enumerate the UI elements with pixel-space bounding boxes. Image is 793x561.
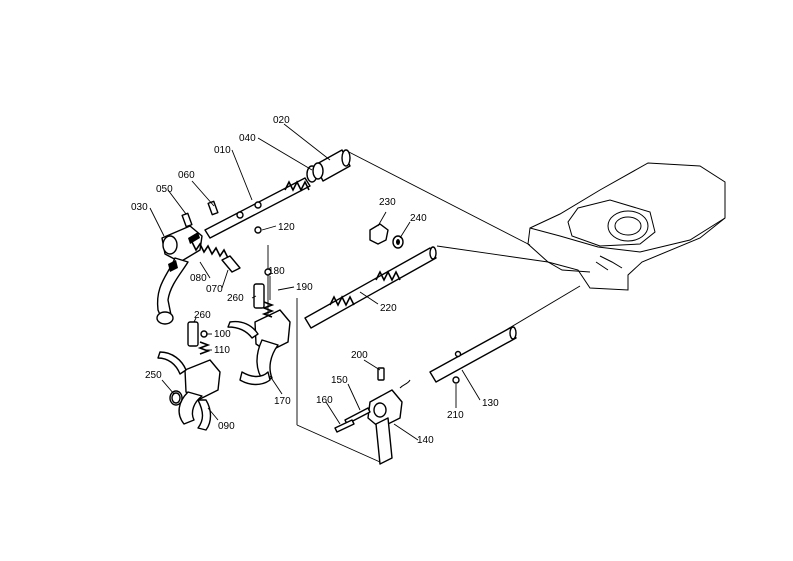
label-140: 140: [417, 435, 434, 446]
label-190: 190: [296, 282, 313, 293]
label-240: 240: [410, 213, 427, 224]
label-200: 200: [351, 350, 368, 361]
bolt-230: [369, 223, 389, 245]
label-090: 090: [218, 421, 235, 432]
clip-060: [207, 200, 219, 216]
pin-160: [334, 419, 355, 433]
leader-lines: [149, 123, 481, 441]
part-number-labels: 020 040 010 060 050 030 120 230 240 080 …: [131, 115, 499, 446]
alignment-lines: [267, 149, 581, 463]
shift-rod-220: [304, 246, 437, 329]
transmission-case: [527, 162, 726, 291]
label-100: 100: [214, 329, 231, 340]
spring-110: [197, 341, 211, 355]
shift-fork-170: [227, 309, 291, 386]
spring-080: [191, 241, 229, 259]
washer-240: [392, 235, 404, 249]
label-210: 210: [447, 410, 464, 421]
label-120: 120: [278, 222, 295, 233]
ball-210: [452, 376, 460, 384]
label-050: 050: [156, 184, 173, 195]
spring-190: [261, 301, 275, 318]
label-160: 160: [316, 395, 333, 406]
pin-180: [264, 268, 272, 276]
label-010: 010: [214, 145, 231, 156]
label-080: 080: [190, 273, 207, 284]
pin-260-upper: [253, 283, 265, 309]
label-170: 170: [274, 396, 291, 407]
label-060: 060: [178, 170, 195, 181]
pin-200: [377, 367, 385, 381]
pin-250: [171, 392, 181, 404]
label-220: 220: [380, 303, 397, 314]
label-230: 230: [379, 197, 396, 208]
label-260-upper: 260: [227, 293, 244, 304]
shift-fork-090: [157, 351, 221, 431]
label-180: 180: [268, 266, 285, 277]
ring-040: [306, 162, 324, 183]
label-070: 070: [206, 284, 223, 295]
shift-rod-130: [429, 326, 517, 383]
label-250: 250: [145, 370, 162, 381]
shift-rod-010: [204, 177, 311, 239]
label-110: 110: [214, 345, 230, 356]
label-260-lower: 260: [194, 310, 211, 321]
plug-070: [221, 255, 241, 273]
pin-050: [181, 212, 193, 228]
shift-lever-140: [367, 379, 411, 465]
label-130: 130: [482, 398, 499, 409]
label-030: 030: [131, 202, 148, 213]
label-040: 040: [239, 133, 256, 144]
label-150: 150: [331, 375, 348, 386]
label-020: 020: [273, 115, 290, 126]
pin-260-lower: [187, 321, 199, 347]
pin-120: [254, 226, 262, 234]
